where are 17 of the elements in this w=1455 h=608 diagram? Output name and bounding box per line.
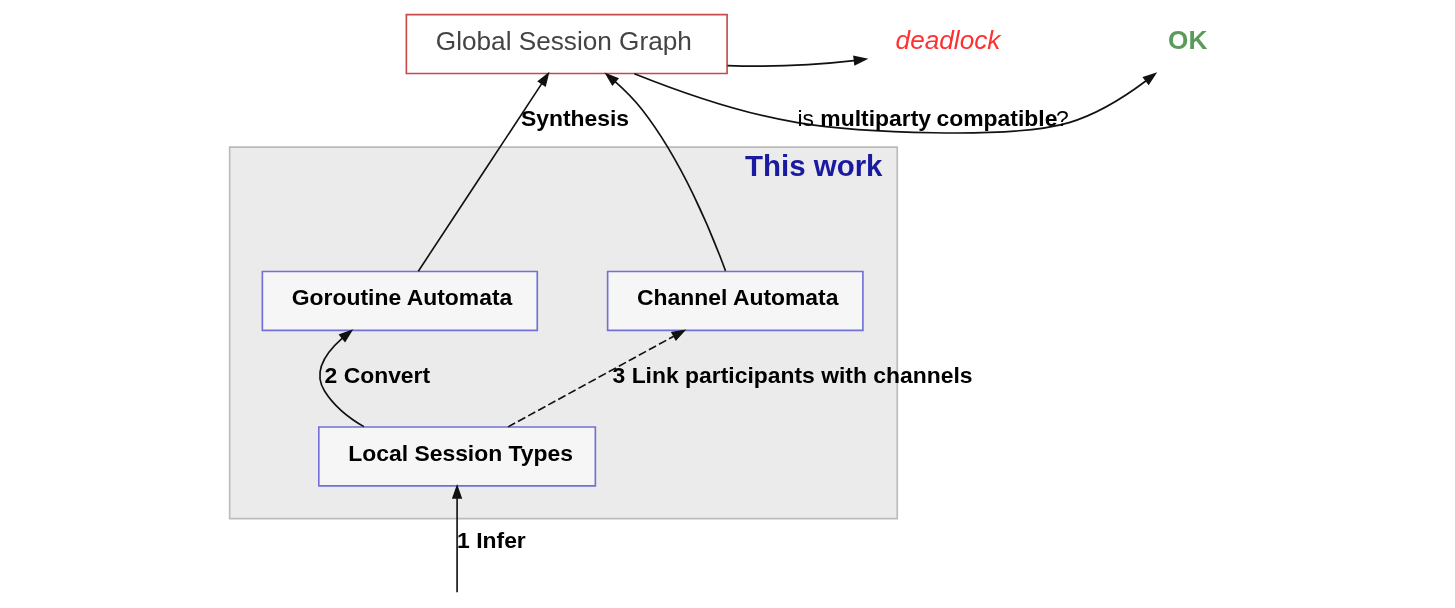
node-text: deadlock: [895, 24, 1001, 55]
edge-label: Synthesis: [520, 105, 630, 132]
arrow: [507, 329, 687, 428]
arrow: [319, 329, 365, 428]
node-text: OK: [1168, 24, 1208, 55]
edge-label: 1 Infer: [457, 527, 526, 554]
node-box: Goroutine Automata: [261, 270, 539, 332]
arrow: [417, 71, 550, 273]
edge-label: 3 Link participants with channels: [612, 362, 973, 389]
arrow: [633, 72, 1158, 134]
arrow: [726, 55, 869, 67]
arrow: [604, 72, 727, 272]
node-box: Channel Automata: [606, 270, 864, 332]
edge-label: 2 Convert: [324, 362, 431, 389]
node-box: Global Session Graph: [405, 13, 728, 75]
arrow: [451, 483, 463, 593]
node-box: Local Session Types: [318, 426, 597, 487]
